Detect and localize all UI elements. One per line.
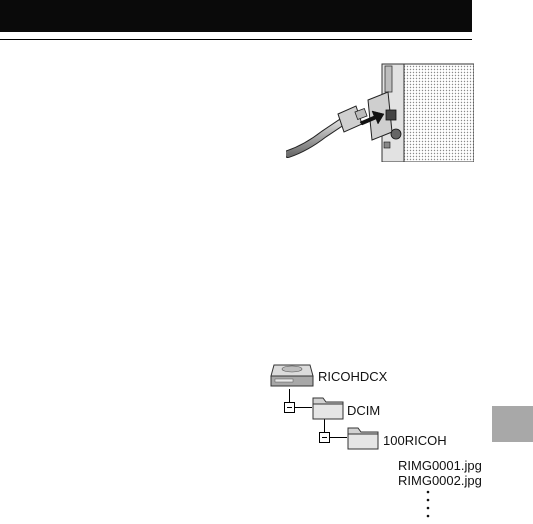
collapse-minus-icon[interactable] xyxy=(319,432,330,443)
file-label: RIMG0002.jpg xyxy=(398,473,482,488)
removable-drive-icon xyxy=(270,362,314,388)
folder-label: DCIM xyxy=(347,403,380,418)
section-index-tab xyxy=(492,406,533,442)
header-divider xyxy=(0,39,472,40)
camera-usb-cable-illustration xyxy=(286,62,474,162)
tree-connector xyxy=(330,437,347,438)
vertical-ellipsis-icon xyxy=(425,489,431,523)
drive-label: RICOHDCX xyxy=(318,369,387,384)
folder-icon xyxy=(312,394,344,420)
section-header-bar xyxy=(0,0,472,32)
tree-connector xyxy=(324,418,325,432)
file-label: RIMG0001.jpg xyxy=(398,458,482,473)
folder-label: 100RICOH xyxy=(383,433,447,448)
tree-connector xyxy=(295,407,312,408)
collapse-minus-icon[interactable] xyxy=(284,402,295,413)
folder-icon xyxy=(347,424,379,450)
